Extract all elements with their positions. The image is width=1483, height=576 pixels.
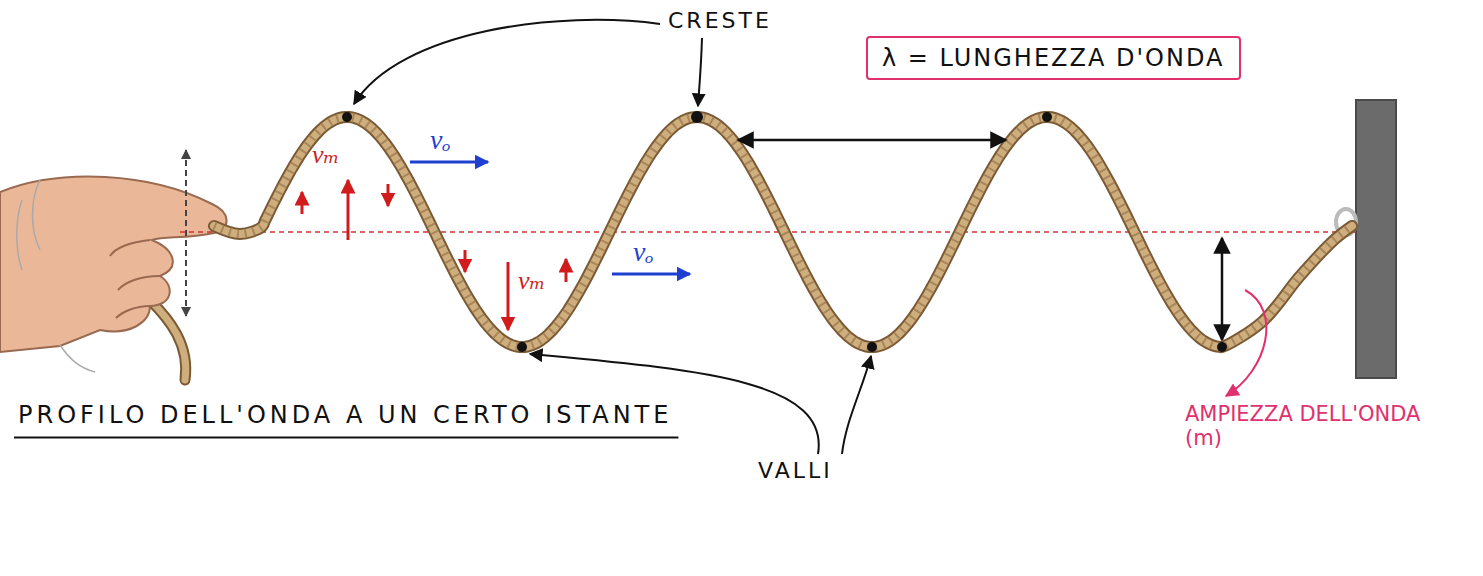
amplitude-label: AMPIEZZA DELL'ONDA (m): [1185, 402, 1435, 450]
term-box: λ = LUNGHEZZA D'ONDA: [866, 36, 1241, 80]
amplitude-leader: [1226, 290, 1266, 396]
rope-coil: [150, 300, 186, 380]
motion-lines: [17, 180, 95, 372]
wall: [1356, 100, 1396, 378]
oscillation-arrow: [185, 150, 187, 316]
amplitude-arrow: [1221, 238, 1224, 340]
wave-velocity-label: vₒ: [633, 236, 653, 268]
equilibrium-line: [180, 231, 1356, 233]
wave-velocity-arrows: [410, 162, 690, 274]
finger-lines: [110, 240, 160, 318]
wave-velocity-label: vₒ: [430, 124, 450, 156]
rope-texture: [214, 117, 1352, 347]
crest-label: CRESTE: [668, 8, 772, 33]
particle-velocity-arrows: [302, 180, 566, 330]
rope-outline: [214, 117, 1352, 347]
term-text: λ = LUNGHEZZA D'ONDA: [882, 44, 1225, 72]
wavelength-arrow: [738, 139, 1006, 142]
particle-velocity-label: vₘ: [312, 140, 340, 170]
caption-underline: [14, 437, 678, 439]
rope-coil-outline: [150, 300, 186, 380]
rope: [214, 117, 1352, 347]
profile-caption: PROFILO DELL'ONDA A UN CERTO ISTANTE: [18, 402, 672, 430]
leader-lines: [354, 20, 871, 454]
valley-label: VALLI: [758, 458, 833, 483]
particle-velocity-label: vₘ: [518, 266, 546, 296]
crest-valley-dots: [342, 111, 1227, 352]
